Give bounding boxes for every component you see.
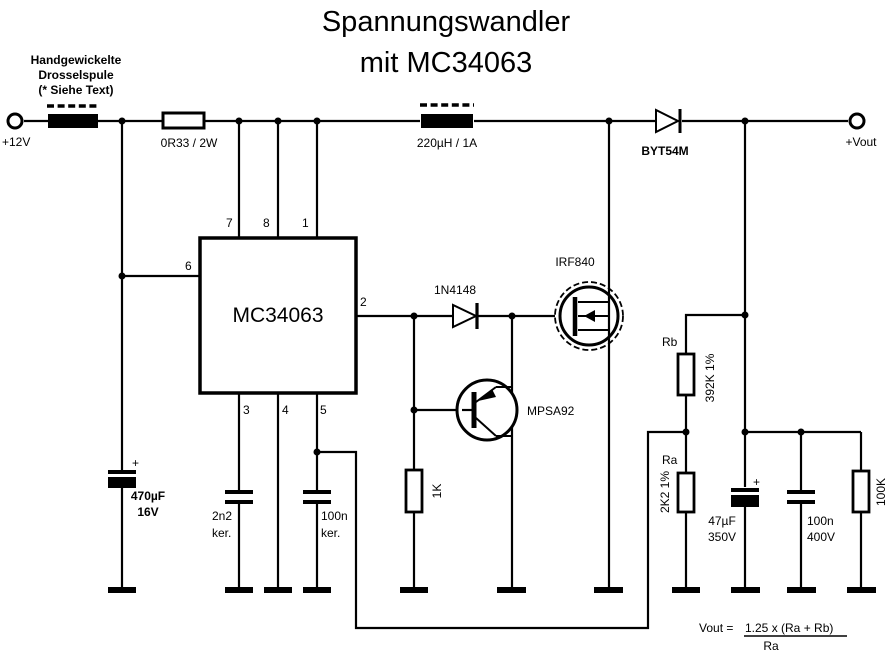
- junction-dots-output: [682, 311, 805, 436]
- ra-name: Ra: [662, 453, 678, 467]
- formula-denominator: Ra: [763, 639, 779, 653]
- ic-pin-8: 8: [263, 216, 270, 230]
- rb-name: Rb: [662, 335, 678, 349]
- inductor-label: 220µH / 1A: [417, 136, 477, 150]
- ground-symbols: [108, 587, 876, 593]
- mosfet: [554, 281, 624, 351]
- input-choke: [47, 104, 100, 128]
- output-film-cap: [787, 490, 815, 504]
- input-branch-wires: [120, 121, 200, 589]
- main-inductor: [420, 103, 474, 128]
- comp-cap-value: 100n: [321, 509, 348, 523]
- output-elcap-voltage: 350V: [708, 530, 736, 544]
- junction-dot: [410, 406, 418, 414]
- ra-value: 2K2 1%: [658, 471, 672, 513]
- ic-pin-1: 1: [302, 216, 309, 230]
- output-elcap-value: 47µF: [708, 514, 736, 528]
- pnp-transistor-label: MPSA92: [527, 404, 575, 418]
- title-line-2: mit MC34063: [360, 47, 532, 79]
- ic-pin-5: 5: [320, 403, 327, 417]
- junction-dot: [118, 272, 126, 280]
- load-resistor-label: 100K: [874, 478, 888, 506]
- input-terminal: [6, 112, 24, 130]
- comp-cap-type: ker.: [321, 526, 340, 540]
- gate-drive-wires: [412, 314, 555, 589]
- ic-pin-wires: [237, 121, 452, 589]
- formula-numerator: 1.25 x (Ra + Rb): [745, 621, 833, 635]
- formula-lhs: Vout =: [699, 621, 733, 635]
- input-cap-value: 470µF: [131, 489, 165, 503]
- timing-cap-type: ker.: [212, 526, 231, 540]
- load-resistor: [851, 469, 871, 514]
- shunt-resistor: [161, 111, 206, 130]
- gate-diode: [452, 303, 479, 329]
- shunt-resistor-label: 0R33 / 2W: [161, 136, 218, 150]
- ic-pin-6: 6: [185, 259, 192, 273]
- choke-label-1: Handgewickelte: [31, 53, 122, 67]
- rb-value: 392K 1%: [703, 353, 717, 402]
- output-cap-plus: +: [753, 475, 760, 489]
- mosfet-label: IRF840: [555, 255, 595, 269]
- output-cap-voltage: 400V: [807, 530, 835, 544]
- rb-resistor: [676, 352, 696, 397]
- timing-cap-value: 2n2: [212, 509, 232, 523]
- feedback-wire: [317, 430, 686, 630]
- timing-cap: [225, 490, 253, 504]
- output-electrolytic-cap: [731, 488, 759, 507]
- choke-label-2: Drosselspule: [38, 68, 114, 82]
- ic-pin-4: 4: [282, 403, 289, 417]
- input-electrolytic-cap: [108, 470, 136, 488]
- ic-pin-2: 2: [360, 295, 367, 309]
- junction-dot: [313, 448, 321, 456]
- comp-cap: [303, 490, 331, 504]
- output-terminal: [848, 112, 866, 130]
- output-cap-value: 100n: [807, 514, 834, 528]
- junction-dot: [508, 312, 516, 320]
- ic-label: MC34063: [232, 304, 323, 327]
- ra-resistor: [676, 471, 696, 514]
- junction-dot: [410, 312, 418, 320]
- ic-pin-3: 3: [243, 403, 250, 417]
- input-cap-voltage: 16V: [137, 505, 158, 519]
- ic-pin-7: 7: [226, 216, 233, 230]
- output-diode-label: BYT54M: [641, 144, 688, 158]
- output-diode: [655, 108, 682, 134]
- pulldown-resistor-label: 1K: [430, 484, 444, 499]
- choke-label-3: (* Siehe Text): [38, 83, 113, 97]
- title-line-1: Spannungswandler: [322, 6, 571, 38]
- output-terminal-label: +Vout: [845, 135, 877, 149]
- input-cap-plus: +: [132, 456, 139, 470]
- pulldown-resistor: [404, 468, 424, 514]
- pnp-transistor: [455, 378, 519, 442]
- input-terminal-label: +12V: [2, 135, 30, 149]
- gate-diode-label: 1N4148: [434, 283, 476, 297]
